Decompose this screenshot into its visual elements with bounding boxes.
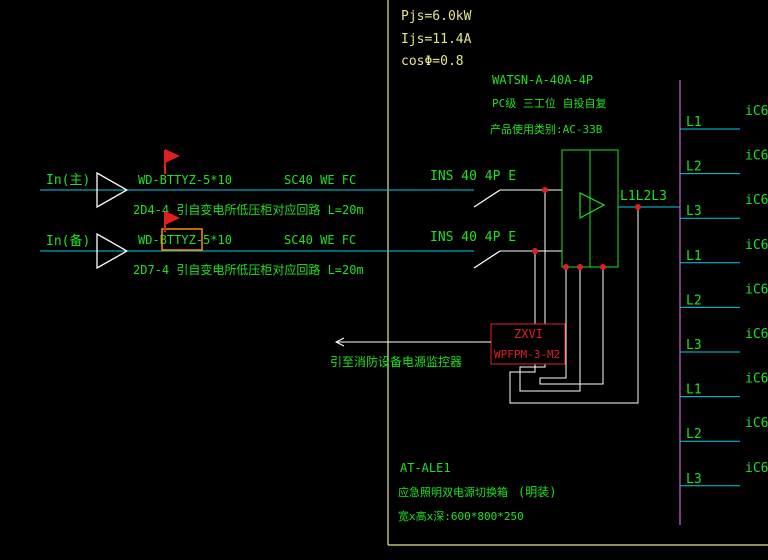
- ats-category: 产品使用类别:AC-33B: [490, 122, 603, 136]
- control-wiring: [509, 190, 639, 404]
- box-mount: (明装): [518, 485, 556, 499]
- monitor-link-arrow-icon: [334, 337, 345, 347]
- circuit-breaker: iC65: [745, 327, 768, 342]
- ats-phases: L1L2L3: [620, 189, 667, 204]
- feeder-backup-conduit: SC40 WE FC: [284, 233, 356, 247]
- circuit-breaker: iC65: [745, 149, 768, 164]
- box-desc: 应急照明双电源切换箱: [398, 485, 508, 499]
- circuit-phase: L3: [686, 338, 702, 353]
- box-name: AT-ALE1: [400, 461, 451, 475]
- circuit-phase: L2: [686, 293, 702, 308]
- feeder-main-cable: WD-BTTYZ-5*10: [138, 173, 232, 187]
- box-size: 宽x高x深:600*800*250: [398, 509, 524, 523]
- circuit-phase: L2: [686, 160, 702, 175]
- circuit-phase: L3: [686, 204, 702, 219]
- circuit-row: L2 iC65: [680, 149, 768, 175]
- monitor-line1: ZXVI: [514, 327, 543, 341]
- circuit-row: L1 iC65: [680, 372, 768, 398]
- feeder-backup-label: In(备): [46, 233, 90, 249]
- calc-ijs: Ijs=11.4A: [401, 32, 472, 47]
- circuit-breaker: iC65: [745, 282, 768, 297]
- monitor-note: 引至消防设备电源监控器: [330, 354, 462, 369]
- circuit-breaker: iC65: [745, 193, 768, 208]
- junction-dots: [532, 187, 641, 270]
- red-flag-icon: [164, 149, 180, 174]
- outgoing-circuits: L1iC65L2iC65L3iC65L1iC65L2iC65L3iC65L1iC…: [680, 104, 768, 487]
- circuit-breaker: iC65: [745, 461, 768, 476]
- circuit-row: L2 iC65: [680, 282, 768, 308]
- ats-class: PC级 三工位 自投自复: [492, 96, 607, 110]
- switch-backup-blade: [473, 250, 501, 269]
- circuit-phase: L1: [686, 115, 702, 130]
- circuit-breaker: iC65: [745, 104, 768, 119]
- feeder-backup-cable: WD-BTTYZ-5*10: [138, 233, 232, 247]
- feeder-backup-source: 2D7-4 引自变电所低压柜对应回路 L=20m: [133, 262, 364, 277]
- ats-model: WATSN-A-40A-4P: [492, 73, 593, 87]
- feeder-main-arrow-icon: [96, 171, 129, 209]
- switch-main-blade: [473, 189, 501, 208]
- selection-highlight[interactable]: [161, 228, 203, 251]
- calc-cos: cosΦ=0.8: [401, 54, 464, 69]
- switch-main-label: INS 40 4P E: [430, 169, 516, 184]
- circuit-breaker: iC65: [745, 416, 768, 431]
- switch-backup-label: INS 40 4P E: [430, 230, 516, 245]
- monitor-module: [490, 323, 566, 365]
- calc-pjs: Pjs=6.0kW: [401, 9, 472, 24]
- circuit-phase: L2: [686, 427, 702, 442]
- circuit-phase: L1: [686, 383, 702, 398]
- feeder-backup-arrow-icon: [96, 232, 129, 270]
- feeder-main-source: 2D4-4 引自变电所低压柜对应回路 L=20m: [133, 202, 364, 217]
- circuit-breaker: iC65: [745, 238, 768, 253]
- monitor-line2: WPFPM-3-M2: [494, 348, 560, 361]
- circuit-row: L3 iC65: [680, 193, 768, 219]
- circuit-row: L1 iC65: [680, 104, 768, 130]
- feeder-main-conduit: SC40 WE FC: [284, 173, 356, 187]
- circuit-row: L3 iC65: [680, 461, 768, 487]
- red-flag-icon: [164, 211, 180, 232]
- circuit-row: L3 iC65: [680, 327, 768, 353]
- circuit-phase: L1: [686, 249, 702, 264]
- circuit-breaker: iC65: [745, 372, 768, 387]
- circuit-row: L2 iC65: [680, 416, 768, 442]
- ats-block: [561, 149, 619, 268]
- circuit-row: L1 iC65: [680, 238, 768, 264]
- feeder-main-label: In(主): [46, 173, 90, 188]
- circuit-phase: L3: [686, 472, 702, 487]
